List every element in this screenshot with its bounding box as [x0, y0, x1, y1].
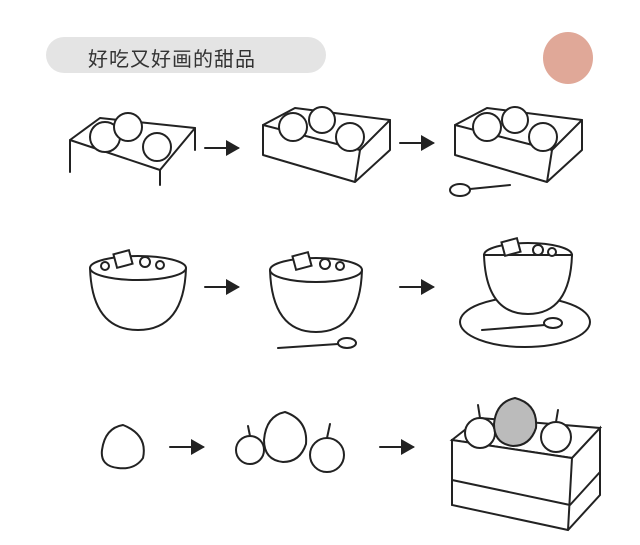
step-box-spoon — [449, 106, 583, 197]
seal-logo — [543, 32, 593, 84]
step-fruits — [235, 410, 345, 473]
step-bowl — [89, 248, 187, 331]
step-box-balls — [262, 106, 391, 183]
page-title: 好吃又好画的甜品 — [88, 47, 256, 71]
step-strawberry — [100, 423, 145, 470]
step-bowl-spoon — [269, 250, 363, 349]
title-pill — [46, 37, 326, 73]
step-cake — [449, 396, 603, 532]
step-table-balls — [69, 112, 196, 186]
step-bowl-plate — [459, 236, 591, 348]
